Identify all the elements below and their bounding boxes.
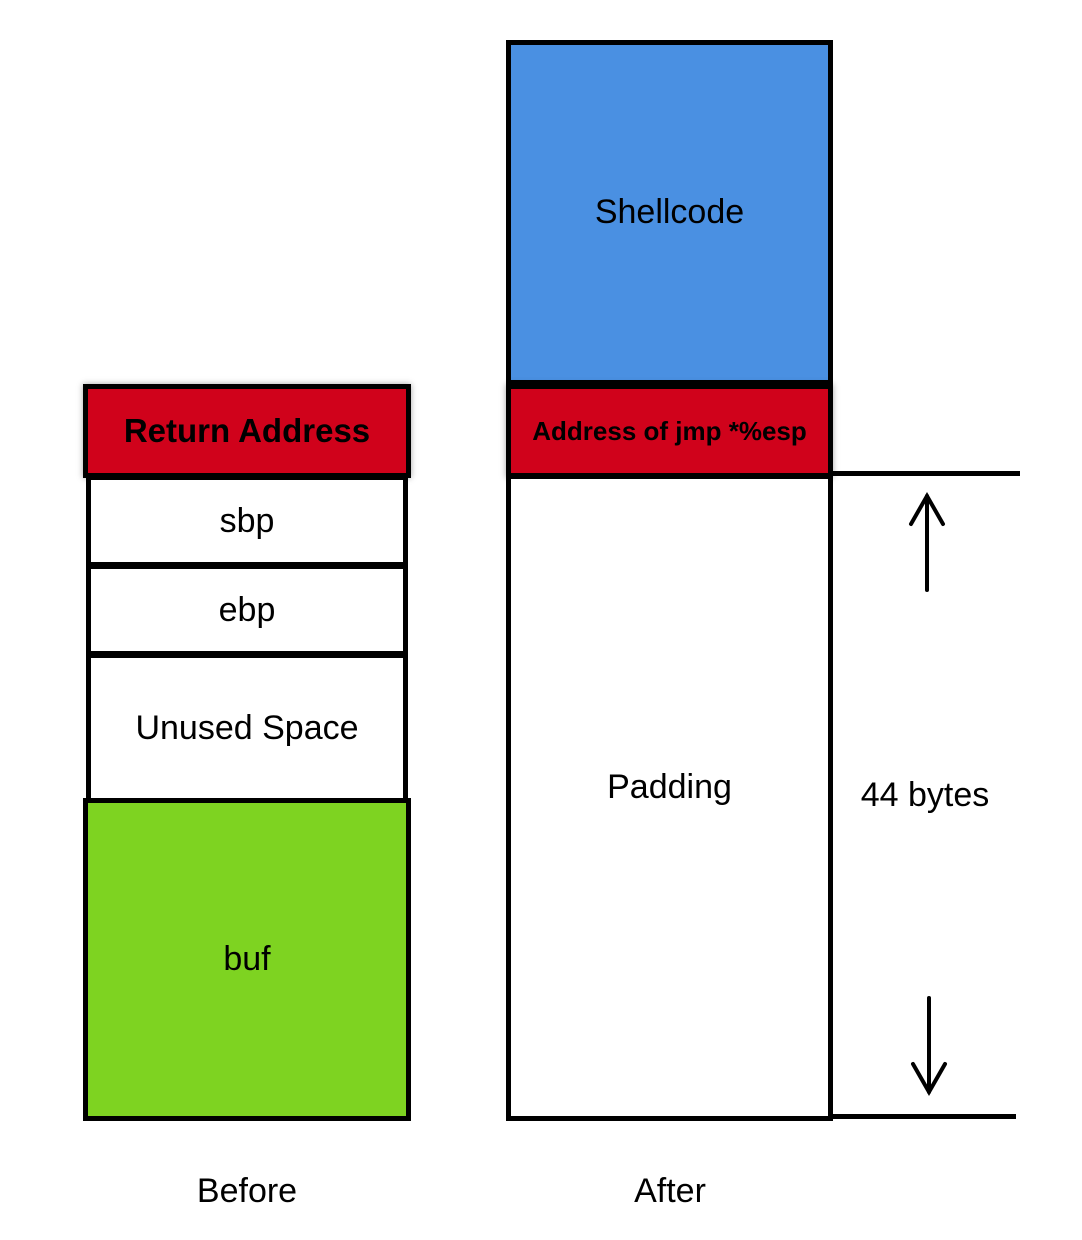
buf-block: buf <box>83 798 411 1121</box>
unused-space-label: Unused Space <box>135 708 359 747</box>
after-caption: After <box>634 1172 706 1210</box>
down-arrow-icon <box>911 996 947 1097</box>
shellcode-label: Shellcode <box>594 193 745 231</box>
padding-block: Padding <box>506 474 833 1121</box>
buf-label: buf <box>223 940 271 978</box>
sbp-label: sbp <box>219 501 275 540</box>
up-arrow-icon <box>909 491 945 592</box>
bottom-boundary-line <box>830 1114 1016 1119</box>
return-address-block: Return Address <box>83 384 411 478</box>
top-boundary-line <box>830 471 1020 476</box>
shellcode-block: Shellcode <box>506 40 833 385</box>
jmp-address-block: Address of jmp *%esp <box>506 384 833 478</box>
jmp-address-label: Address of jmp *%esp <box>532 415 807 446</box>
return-address-label: Return Address <box>123 412 371 449</box>
before-caption: Before <box>196 1172 298 1210</box>
ebp-block: ebp <box>86 564 408 656</box>
padding-label: Padding <box>607 768 732 806</box>
unused-space-block: Unused Space <box>86 653 408 803</box>
ebp-label: ebp <box>218 590 276 629</box>
size-label: 44 bytes <box>860 776 990 814</box>
